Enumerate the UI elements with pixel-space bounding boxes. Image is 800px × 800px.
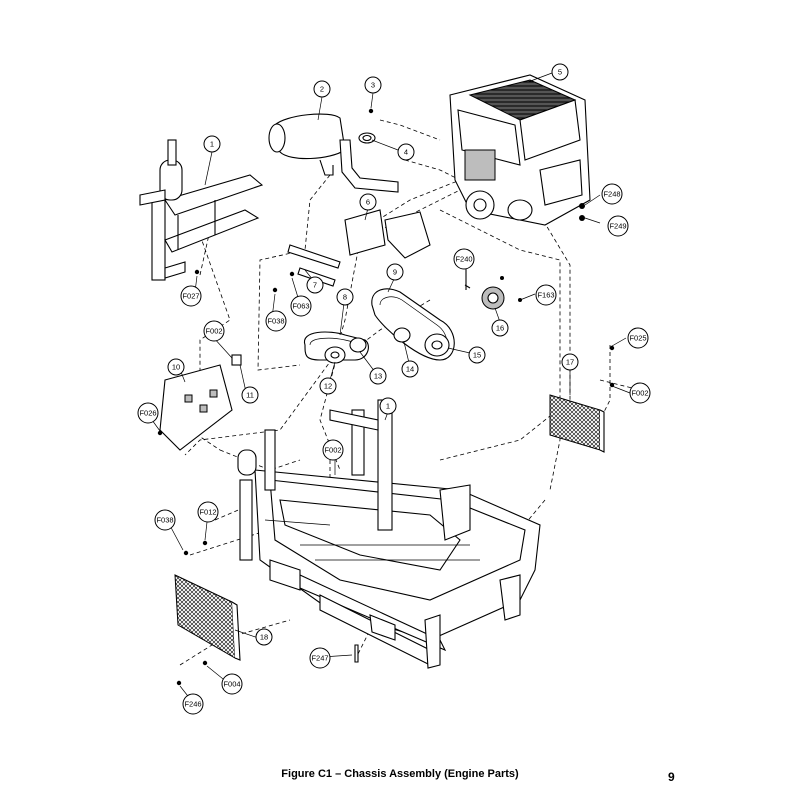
svg-text:1: 1 [210, 140, 214, 149]
svg-text:12: 12 [324, 382, 332, 391]
callout-15: 15 [468, 346, 486, 364]
svg-text:F004: F004 [223, 680, 240, 689]
callout-f002-left: F002 [203, 320, 225, 342]
svg-text:F247: F247 [311, 654, 328, 663]
callout-10: 10 [167, 358, 185, 376]
muffler [268, 113, 399, 193]
svg-text:3: 3 [371, 81, 375, 90]
svg-text:2: 2 [320, 85, 324, 94]
drive-belts-pulleys [304, 276, 522, 364]
callout-f246: F246 [182, 693, 204, 715]
svg-text:10: 10 [172, 363, 180, 372]
svg-text:16: 16 [496, 324, 504, 333]
callout-13: 13 [369, 367, 387, 385]
svg-text:F002: F002 [205, 327, 222, 336]
svg-text:13: 13 [374, 372, 382, 381]
callout-f249: F249 [607, 215, 629, 237]
svg-text:F038: F038 [267, 317, 284, 326]
callout-2: 2 [313, 80, 331, 98]
callout-16: 16 [491, 319, 509, 337]
side-screen [549, 394, 605, 453]
svg-text:F246: F246 [184, 700, 201, 709]
callout-12: 12 [319, 377, 337, 395]
svg-text:8: 8 [343, 293, 347, 302]
page-number: 9 [668, 770, 675, 784]
callout-f002-right: F002 [629, 382, 651, 404]
callout-14: 14 [401, 360, 419, 378]
belt-guard-plate [159, 354, 242, 451]
svg-text:F240: F240 [455, 255, 472, 264]
callout-f025: F025 [627, 327, 649, 349]
svg-text:6: 6 [366, 198, 370, 207]
callout-f004: F004 [221, 673, 243, 695]
figure-caption: Figure C1 – Chassis Assembly (Engine Par… [281, 768, 519, 780]
callout-f038-upper: F038 [265, 310, 287, 332]
callout-f038-lower: F038 [154, 509, 176, 531]
svg-text:9: 9 [393, 268, 397, 277]
callout-f012: F012 [197, 501, 219, 523]
svg-text:F038: F038 [156, 516, 173, 525]
callout-11: 11 [241, 386, 259, 404]
callout-8: 8 [336, 288, 354, 306]
callout-f248: F248 [601, 183, 623, 205]
callout-f063: F063 [290, 295, 312, 317]
engine-mount-brackets [272, 209, 431, 293]
svg-text:15: 15 [473, 351, 481, 360]
svg-text:F063: F063 [292, 302, 309, 311]
svg-text:14: 14 [406, 365, 414, 374]
chassis-frame [237, 399, 541, 669]
callout-f026: F026 [137, 402, 159, 424]
svg-text:1: 1 [386, 402, 390, 411]
callout-17: 17 [561, 353, 579, 371]
svg-text:F002: F002 [631, 389, 648, 398]
svg-text:7: 7 [313, 281, 317, 290]
callout-5: 5 [551, 63, 569, 81]
callout-f027: F027 [180, 285, 202, 307]
svg-text:F248: F248 [603, 190, 620, 199]
callout-3: 3 [364, 76, 382, 94]
svg-text:F249: F249 [609, 222, 626, 231]
svg-text:18: 18 [260, 633, 268, 642]
upper-left-bracket [139, 139, 264, 281]
callout-7: 7 [306, 276, 324, 294]
callout-6: 6 [359, 193, 377, 211]
callout-f247: F247 [309, 647, 331, 669]
exhaust-clamp [358, 108, 376, 144]
svg-text:17: 17 [566, 358, 574, 367]
svg-text:5: 5 [558, 68, 562, 77]
svg-text:4: 4 [404, 148, 408, 157]
callout-18: 18 [255, 628, 273, 646]
svg-text:11: 11 [246, 391, 254, 400]
callout-1-upper: 1 [203, 135, 221, 153]
svg-text:F025: F025 [629, 334, 646, 343]
svg-text:F002: F002 [324, 446, 341, 455]
callout-9: 9 [386, 263, 404, 281]
svg-text:F163: F163 [537, 291, 554, 300]
callout-f002-center: F002 [322, 439, 344, 461]
callout-1-lower: 1 [379, 397, 397, 415]
hardware-fasteners [157, 265, 615, 686]
callout-4: 4 [397, 143, 415, 161]
svg-text:F027: F027 [182, 292, 199, 301]
svg-text:F012: F012 [199, 508, 216, 517]
svg-text:F026: F026 [139, 409, 156, 418]
engine [449, 74, 591, 226]
front-screen [174, 574, 241, 661]
callout-f163: F163 [535, 284, 557, 306]
callout-f240: F240 [453, 248, 475, 270]
